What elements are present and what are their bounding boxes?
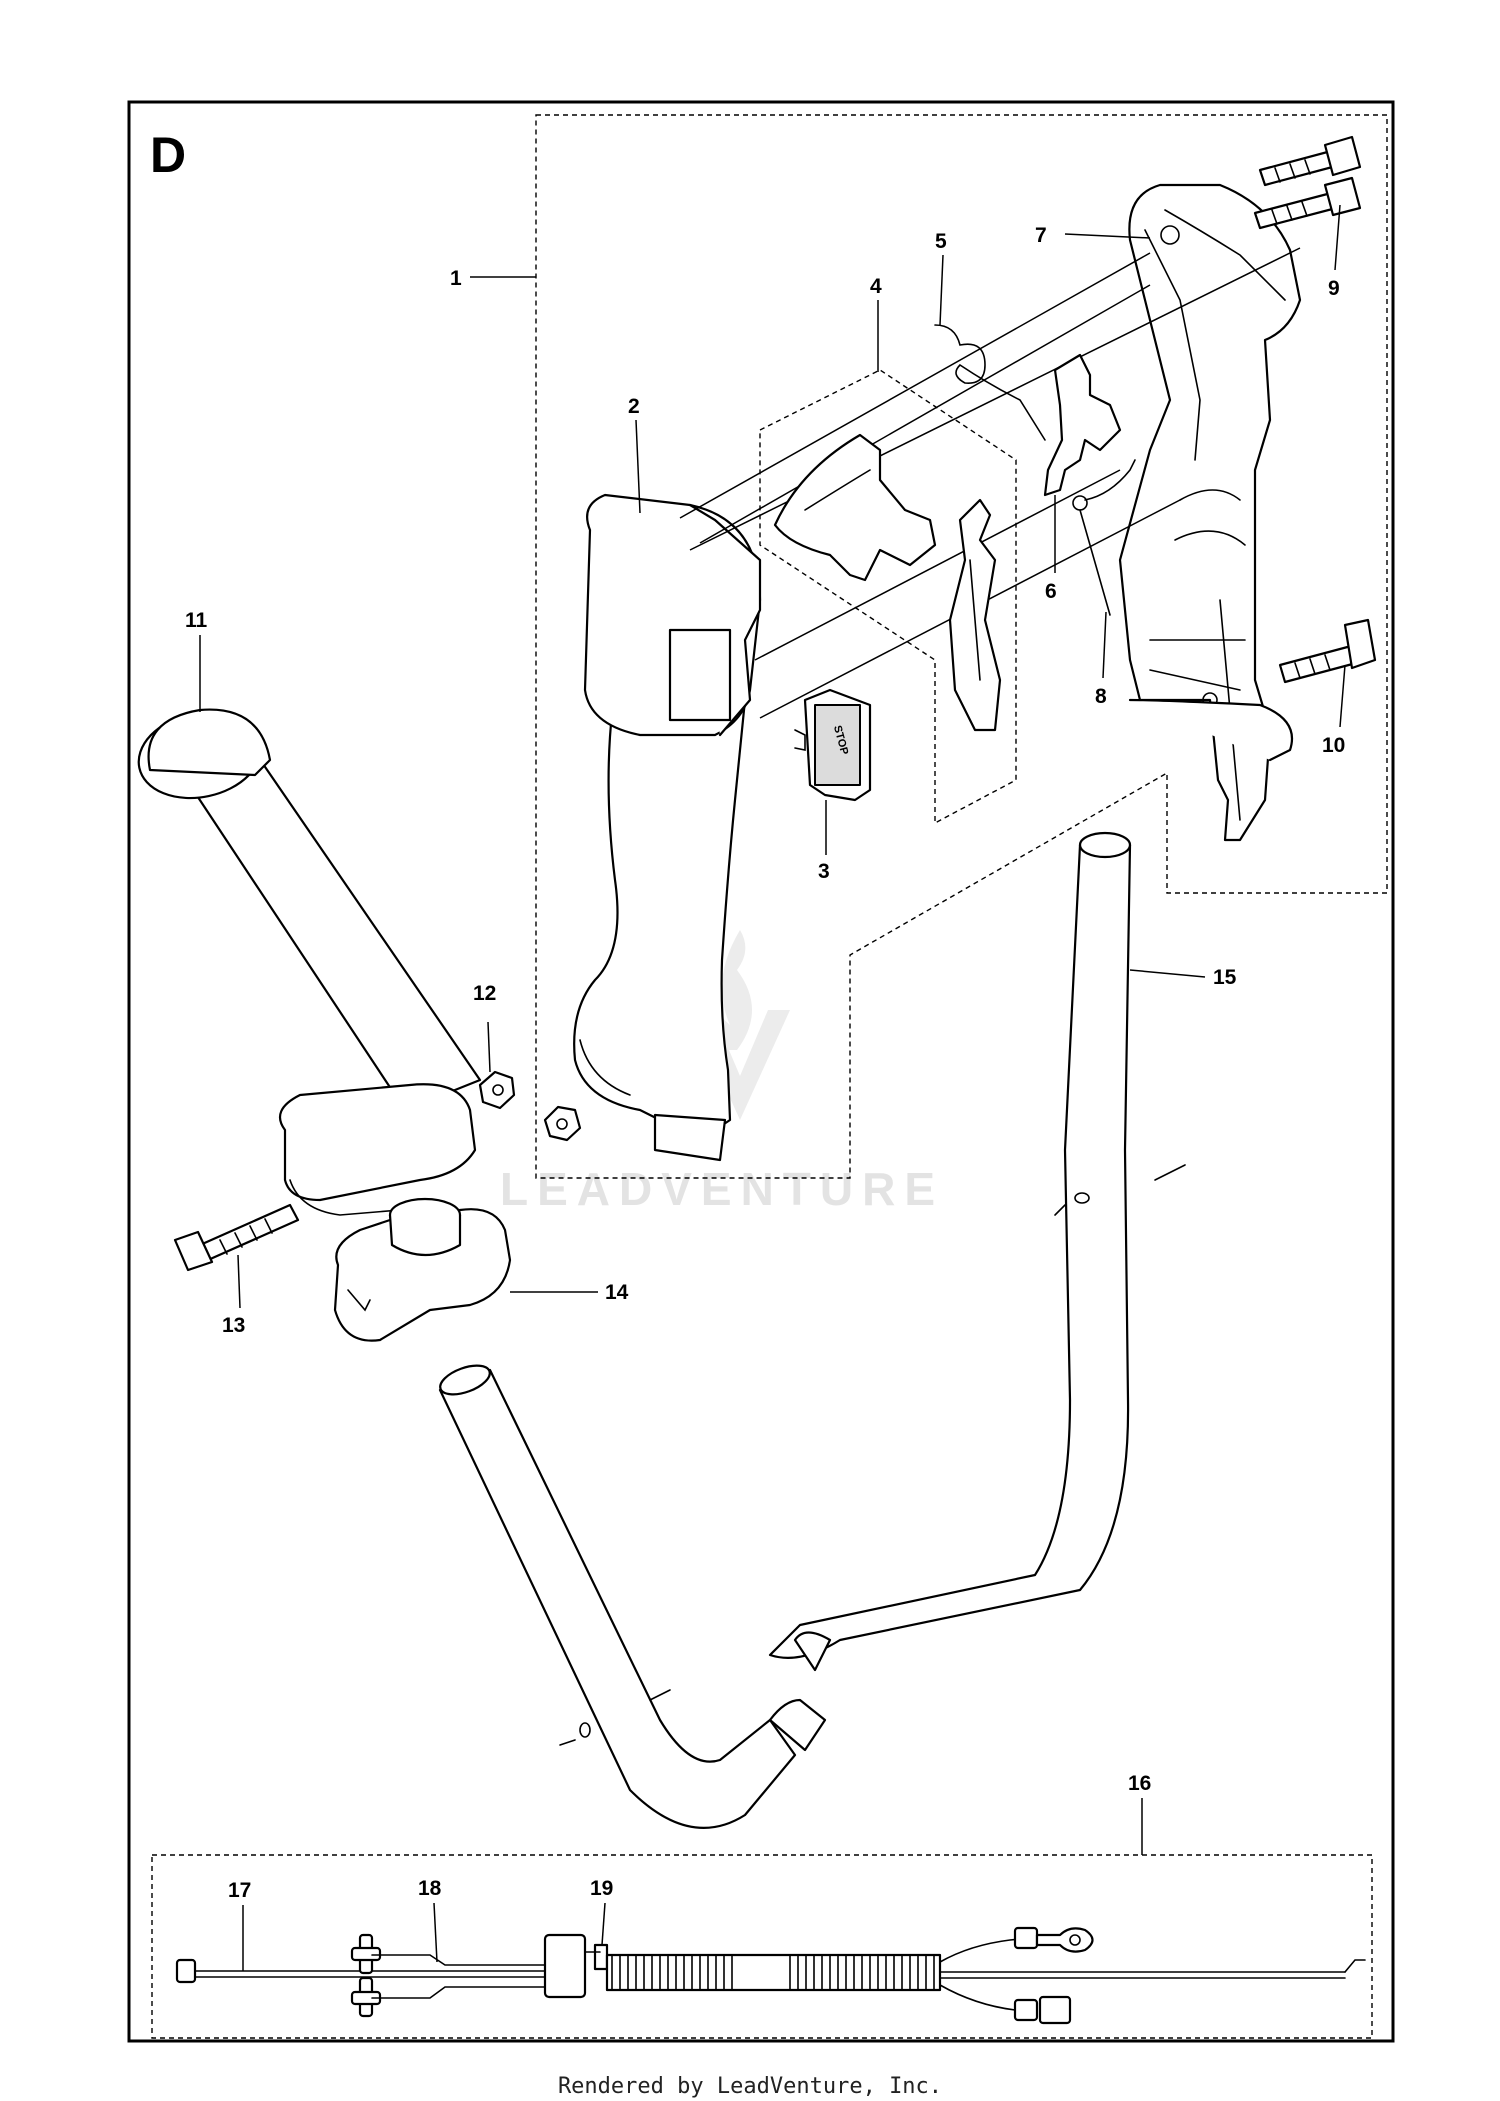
callout-19: 19 (590, 1877, 613, 1900)
group-1-outline (535, 114, 1388, 1179)
part-8-spring (1072, 459, 1136, 616)
callout-5: 5 (935, 230, 947, 253)
callout-10: 10 (1322, 734, 1345, 757)
group-4-outline (759, 369, 1017, 825)
callout-15: 15 (1213, 966, 1237, 989)
callout-7: 7 (1035, 224, 1047, 247)
part-2-handle-body (573, 493, 762, 1162)
part-19-sleeve (543, 1933, 609, 1999)
callout-12: 12 (473, 982, 496, 1005)
part-16-cable-assembly (605, 1926, 1366, 2025)
callout-4: 4 (870, 275, 882, 298)
diagram-frame (127, 100, 1395, 2043)
assembly-guide-lines (679, 247, 1301, 719)
callout-9: 9 (1328, 277, 1340, 300)
callout-1: 1 (450, 267, 462, 290)
part-6-lever (1043, 353, 1122, 497)
part-18-cable-ties (350, 1933, 546, 2018)
part-15-tube (438, 831, 1186, 1829)
leader-lines (199, 204, 1346, 1971)
footer-credit: Rendered by LeadVenture, Inc. (557, 2074, 943, 2099)
callout-2: 2 (628, 395, 640, 418)
part-13-bolt (173, 1203, 300, 1272)
callout-14: 14 (605, 1281, 629, 1304)
part-11-grip-handle (137, 708, 482, 1216)
part-4-throttle-trigger (773, 433, 1002, 732)
callout-8: 8 (1095, 685, 1107, 708)
group-16-outline (151, 1854, 1373, 2039)
callout-13: 13 (222, 1314, 245, 1337)
part-12-nut (478, 1070, 582, 1142)
callout-3: 3 (818, 860, 830, 883)
part-9-screw (1253, 135, 1362, 230)
part-14-clamp (333, 1197, 512, 1342)
part-10-bolt (1278, 618, 1377, 684)
callout-18: 18 (418, 1877, 442, 1900)
callout-labels: 1 2 3 4 5 6 7 8 9 10 11 12 13 14 15 16 1… (185, 224, 1345, 1902)
svg-text:LEADVENTURE: LEADVENTURE (500, 1163, 944, 1215)
callout-16: 16 (1128, 1772, 1151, 1795)
part-7-rear-housing (1118, 183, 1302, 842)
part-5-spring (934, 324, 1046, 441)
part-3-stop-switch: STOP (794, 688, 872, 802)
callout-11: 11 (185, 609, 208, 632)
section-label: D (150, 127, 186, 183)
callout-17: 17 (228, 1879, 251, 1902)
callout-6: 6 (1045, 580, 1057, 603)
